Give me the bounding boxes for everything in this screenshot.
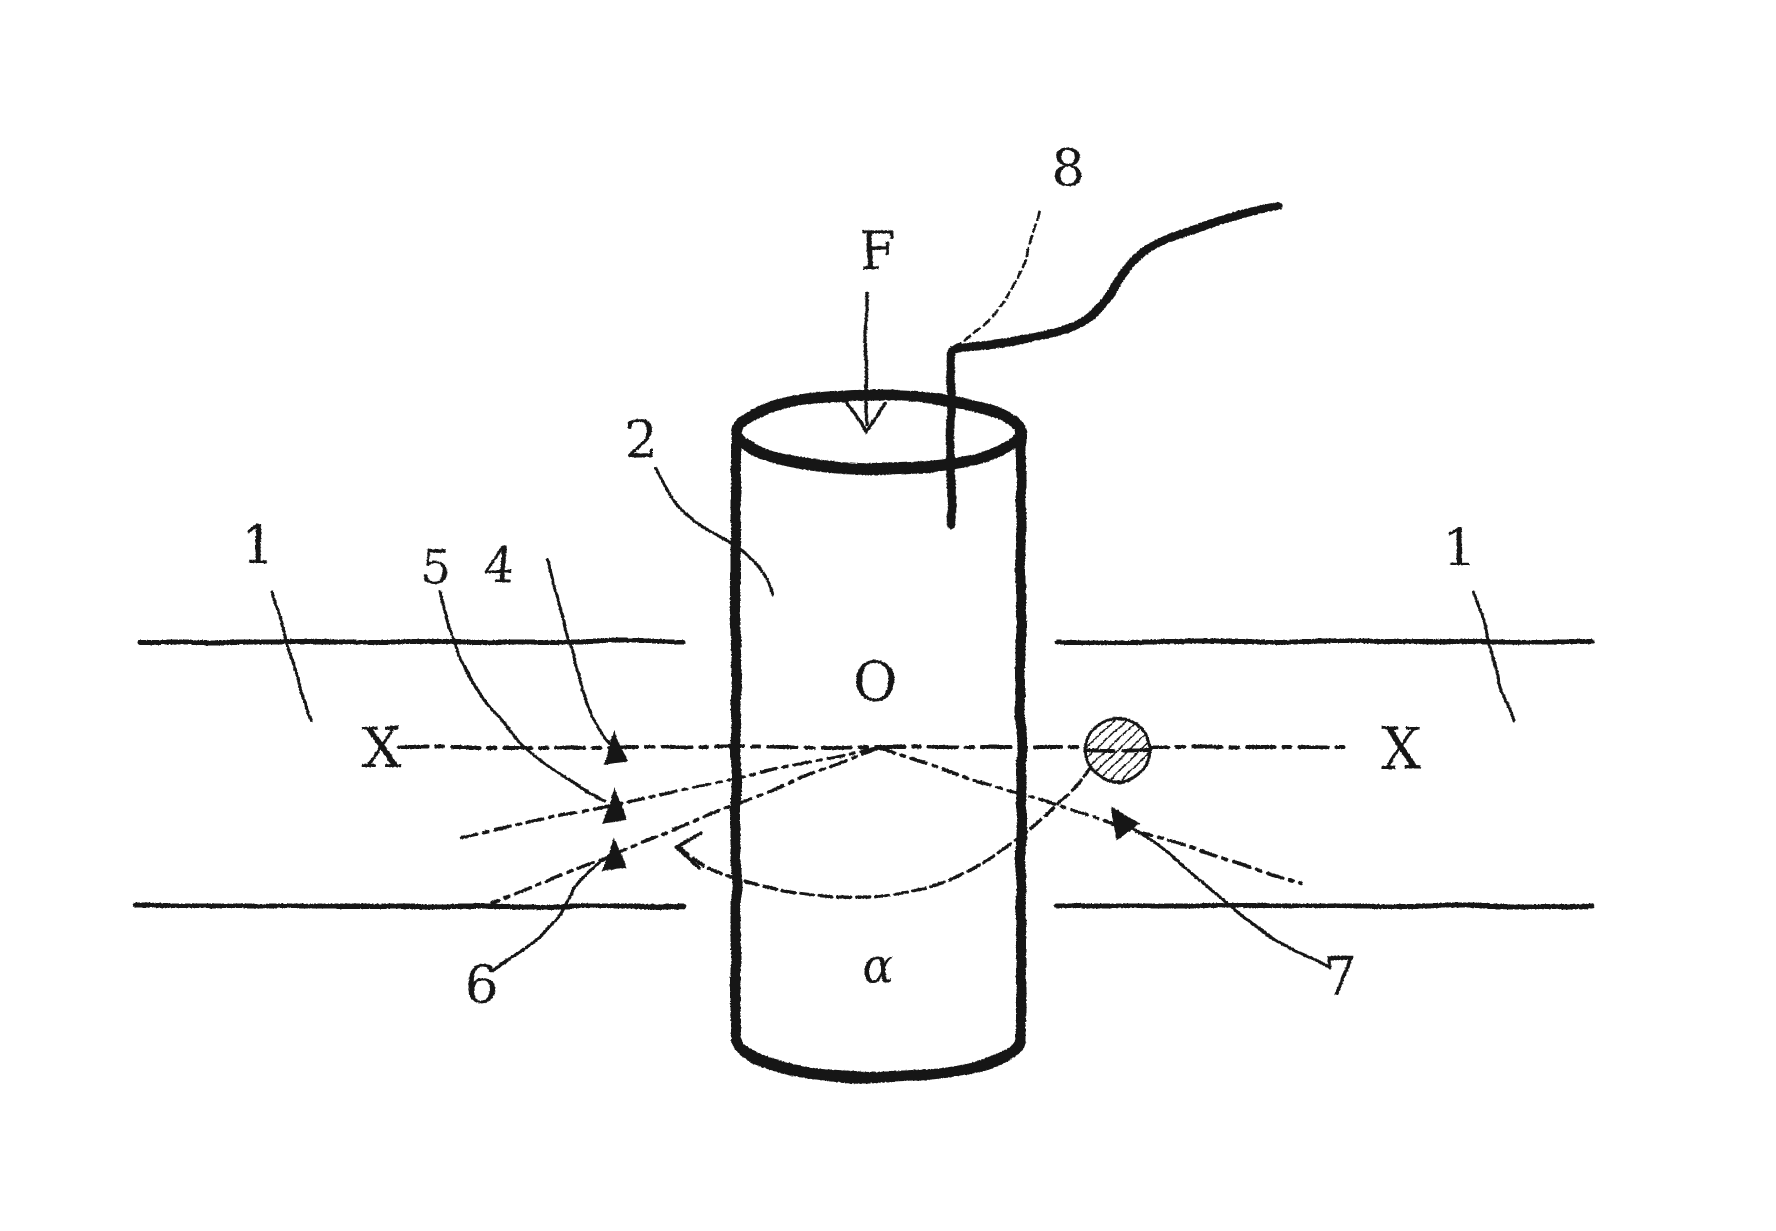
label-6: 6 <box>464 956 497 1016</box>
angle-arc-arrowhead <box>673 831 703 869</box>
angle-arc <box>676 761 1096 900</box>
leader-1-right <box>1472 590 1515 723</box>
leader-2 <box>654 466 774 596</box>
leader-7 <box>1130 825 1332 969</box>
label-1-right: 1 <box>1443 519 1476 579</box>
leader-6 <box>491 855 609 972</box>
label-angle-alpha: α <box>862 939 893 993</box>
tilt-line-left-upper <box>460 746 878 839</box>
label-x-left: X <box>361 716 401 781</box>
leader-1-left <box>270 590 314 722</box>
tilt-line-right <box>876 746 1302 885</box>
label-4: 4 <box>484 538 515 594</box>
label-7: 7 <box>1323 948 1356 1008</box>
force-arrowhead <box>845 400 887 435</box>
label-origin: O <box>853 650 897 713</box>
leader-4 <box>545 558 613 745</box>
cylinder-bottom-curve <box>730 1034 1027 1083</box>
cylinder-top-ellipse <box>730 389 1026 475</box>
label-force: F <box>859 221 895 281</box>
cable-line <box>946 202 1284 530</box>
marker-arrowhead-4 <box>604 730 628 765</box>
tilt-line-left-lower <box>490 746 879 905</box>
label-2: 2 <box>624 410 657 470</box>
label-1-left: 1 <box>241 516 274 576</box>
leader-5 <box>438 590 606 803</box>
label-5: 5 <box>421 539 452 595</box>
marker-arrowhead-5 <box>603 788 627 823</box>
label-8: 8 <box>1051 139 1084 199</box>
marker-arrowhead-7 <box>1110 806 1140 840</box>
leader-8 <box>954 211 1041 348</box>
label-x-right: X <box>1381 717 1421 782</box>
marker-arrowhead-6 <box>602 837 626 872</box>
